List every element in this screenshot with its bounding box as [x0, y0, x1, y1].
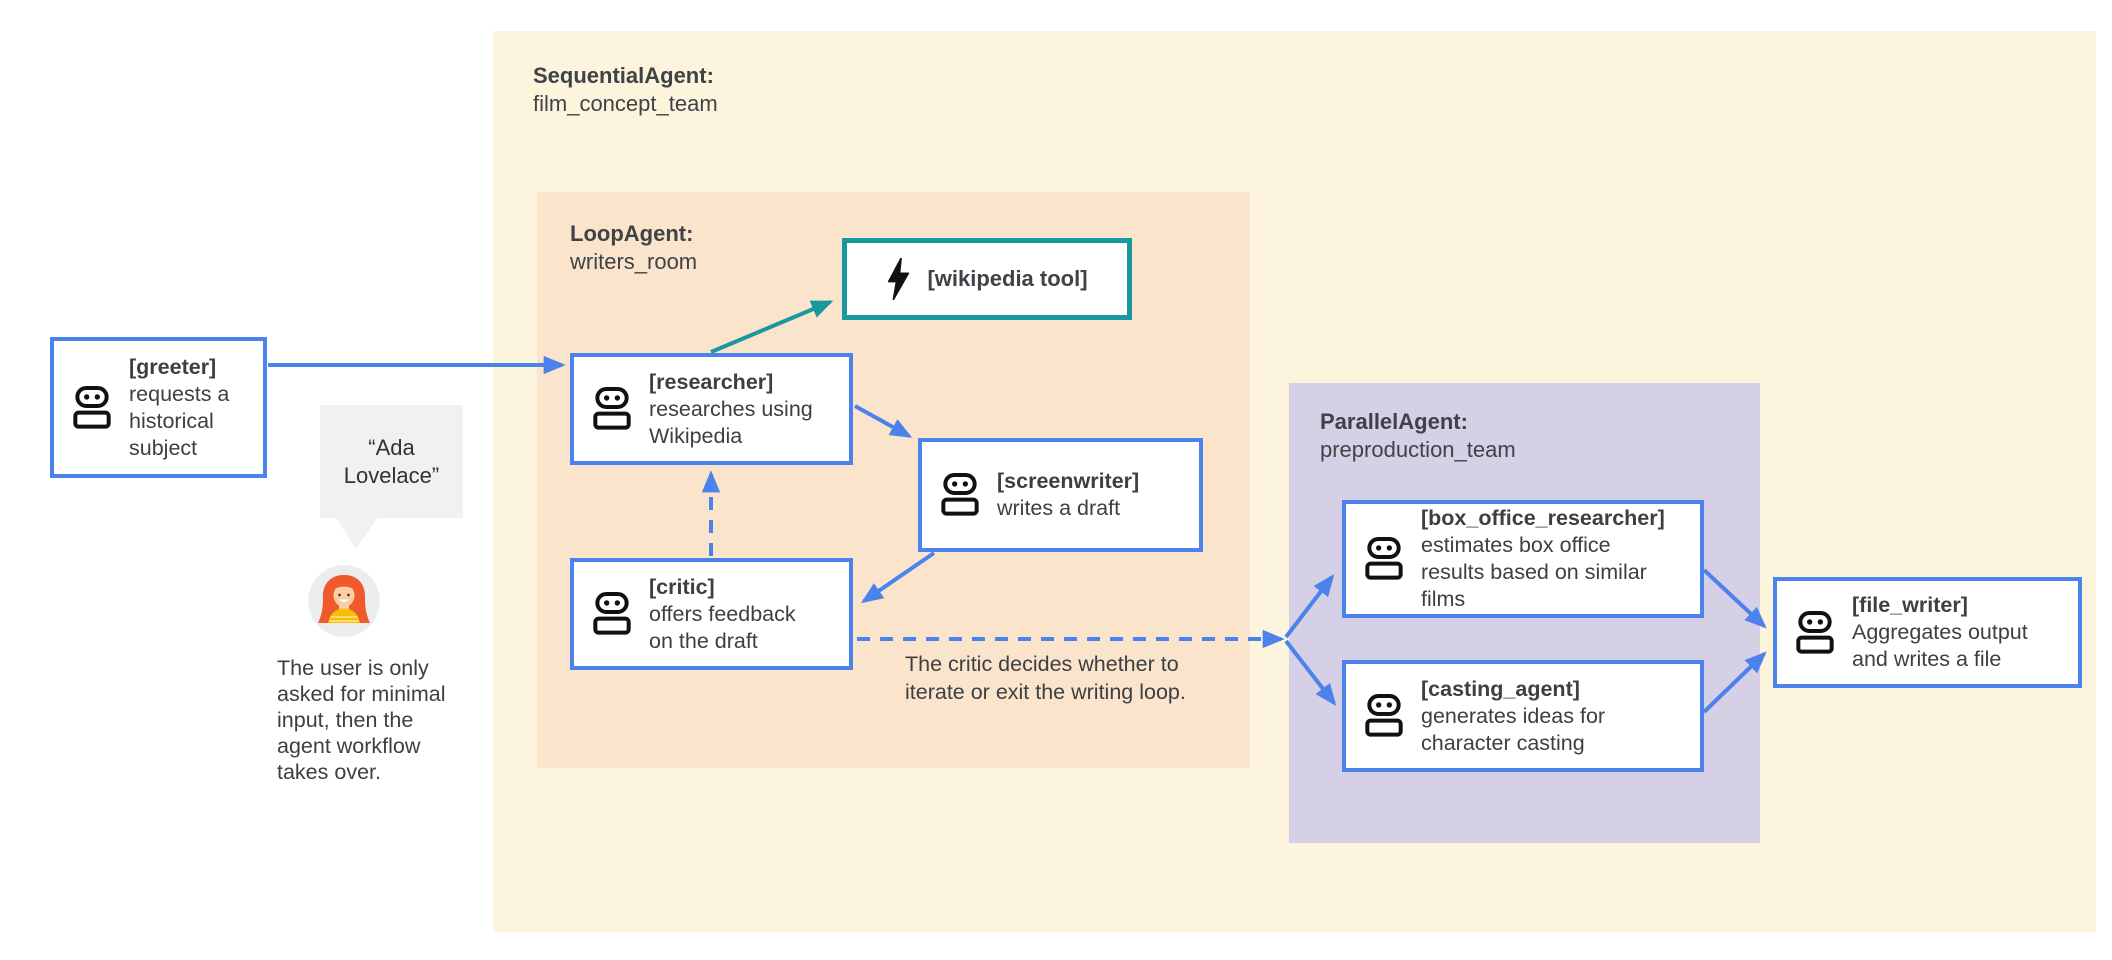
- loop-agent-label: LoopAgent: writers_room: [570, 220, 697, 276]
- robot-icon: [1364, 537, 1404, 581]
- node-researcher: [researcher] researches using Wikipedia: [570, 353, 853, 465]
- node-critic: [critic] offers feedback on the draft: [570, 558, 853, 670]
- node-screenwriter: [screenwriter] writes a draft: [918, 438, 1203, 552]
- region-title: SequentialAgent:: [533, 63, 714, 88]
- region-title: ParallelAgent:: [1320, 409, 1468, 434]
- node-wikipedia-tool: [wikipedia tool]: [842, 238, 1132, 320]
- node-box-office-researcher: [box_office_researcher] estimates box of…: [1342, 500, 1704, 618]
- node-title: [greeter]: [129, 354, 217, 379]
- robot-icon: [592, 387, 632, 431]
- region-title: LoopAgent:: [570, 221, 694, 246]
- node-desc: Aggregates output and writes a file: [1852, 620, 2028, 671]
- node-file-writer: [file_writer] Aggregates output and writ…: [1773, 577, 2082, 688]
- node-title: [casting_agent]: [1421, 676, 1580, 701]
- lightning-bolt-icon: [886, 258, 911, 300]
- node-desc: generates ideas for character casting: [1421, 703, 1606, 755]
- user-note: The user is only asked for minimal input…: [277, 656, 446, 784]
- speech-bubble-tail: [335, 516, 379, 549]
- node-desc: writes a draft: [997, 496, 1121, 520]
- region-name: preproduction_team: [1320, 437, 1516, 462]
- node-desc: requests a historical subject: [129, 381, 230, 460]
- sequential-agent-label: SequentialAgent: film_concept_team: [533, 62, 718, 118]
- node-title: [critic]: [649, 574, 715, 599]
- node-greeter: [greeter] requests a historical subject: [50, 337, 267, 478]
- node-casting-agent: [casting_agent] generates ideas for char…: [1342, 660, 1704, 772]
- node-title: [wikipedia tool]: [927, 266, 1088, 291]
- node-desc: researches using Wikipedia: [649, 396, 813, 448]
- region-name: writers_room: [570, 249, 698, 274]
- node-desc: estimates box office results based on si…: [1421, 533, 1647, 611]
- critic-note: The critic decides whether to iterate or…: [905, 652, 1186, 704]
- node-desc: offers feedback on the draft: [649, 601, 796, 653]
- node-title: [screenwriter]: [997, 469, 1140, 493]
- user-quote-text: “Ada Lovelace”: [343, 434, 440, 488]
- node-title: [box_office_researcher]: [1421, 506, 1665, 530]
- node-title: [file_writer]: [1852, 593, 1968, 617]
- robot-icon: [592, 592, 632, 636]
- robot-icon: [1364, 694, 1404, 738]
- region-name: film_concept_team: [533, 91, 718, 116]
- robot-icon: [940, 473, 980, 517]
- user-avatar: [308, 565, 380, 637]
- robot-icon: [72, 386, 112, 430]
- node-title: [researcher]: [649, 369, 774, 394]
- parallel-agent-label: ParallelAgent: preproduction_team: [1320, 408, 1516, 464]
- user-quote-bubble: “Ada Lovelace”: [320, 405, 463, 518]
- robot-icon: [1795, 611, 1835, 655]
